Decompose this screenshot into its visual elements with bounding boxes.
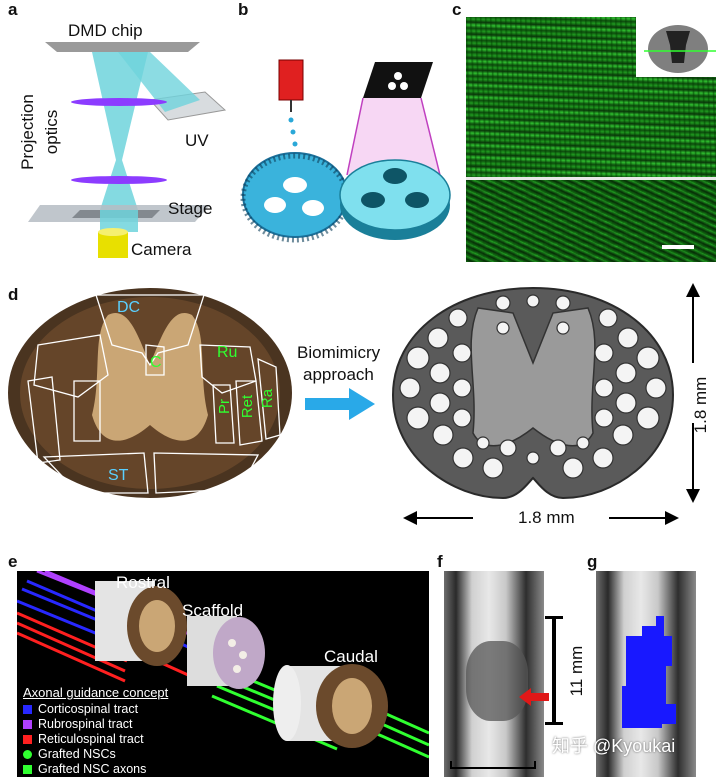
panel-g-mri-image <box>596 571 696 777</box>
horizontal-dimension-arrow <box>403 511 679 525</box>
spinal-cord-inset <box>636 17 716 77</box>
region-label-ret: Ret <box>239 394 257 419</box>
legend-label: Grafted NSC axons <box>38 762 147 776</box>
panel-f-label: f <box>437 552 443 571</box>
panel-d-label: d <box>8 285 19 304</box>
legend-item: Corticospinal tract <box>23 702 168 717</box>
scale-bar <box>662 245 694 249</box>
caudal-label: Caudal <box>324 647 378 666</box>
region-label-c: C <box>150 354 162 371</box>
rostral-label: Rostral <box>116 573 170 592</box>
legend-swatch-square <box>23 720 32 729</box>
panel-f-mri-image <box>444 571 544 777</box>
legend-item: Grafted NSCs <box>23 747 168 762</box>
mri-bottom-scale <box>450 767 536 769</box>
watermark: 知乎 @Kyoukai <box>552 736 676 756</box>
vertical-scale-bar-bottom-cap <box>545 722 563 725</box>
panel-a-label: a <box>8 0 18 19</box>
region-label-st: ST <box>108 467 129 484</box>
mri-bottom-scale-tick-left <box>450 761 452 769</box>
panel-e-label: e <box>8 552 18 571</box>
legend: Axonal guidance concept Corticospinal tr… <box>23 685 168 777</box>
panel-c-divider <box>466 177 716 180</box>
mri-lesion <box>466 641 528 721</box>
stage-label: Stage <box>168 199 213 218</box>
panel-c-lower-texture <box>466 180 716 262</box>
panel-b-label: b <box>238 0 249 19</box>
vertical-dimension-label: 1.8 mm <box>691 376 710 434</box>
mri-bottom-scale-tick-right <box>534 761 536 769</box>
scaffold-label: Scaffold <box>182 601 244 620</box>
biomimicry-label-1: Biomimicry <box>297 343 381 362</box>
projection-optics-label-1: Projection <box>18 94 37 170</box>
legend-label: Corticospinal tract <box>38 702 139 716</box>
vertical-dimension-arrow <box>686 283 700 503</box>
legend-swatch-square <box>23 705 32 714</box>
region-label-dc: DC <box>117 299 141 316</box>
region-label-pr: Pr <box>216 399 233 414</box>
legend-label: Grafted NSCs <box>38 747 116 761</box>
scaffold-image <box>391 286 675 500</box>
legend-item: Grafted NSC axons <box>23 762 168 777</box>
biomimicry-label-2: approach <box>303 365 374 384</box>
vertical-scale-bar <box>552 618 556 724</box>
axon-tracts-diagram <box>17 571 429 759</box>
panel-c-fluorescence-image <box>466 17 716 262</box>
horizontal-dimension-label: 1.8 mm <box>518 508 575 527</box>
region-label-ra: Ra <box>259 388 277 409</box>
panel-e-concept-figure: Rostral Scaffold Caudal Axonal guidance … <box>17 571 429 777</box>
projection-optics-label-2: optics <box>42 109 61 155</box>
spinal-cord-section <box>8 288 292 498</box>
red-arrow-icon <box>519 688 549 706</box>
camera-label: Camera <box>131 240 192 259</box>
vertical-scale-label: 11 mm <box>567 645 586 697</box>
panel-c-label: c <box>452 0 462 19</box>
blue-segmentation-overlay <box>622 616 676 728</box>
region-label-ru: Ru <box>217 344 238 361</box>
legend-swatch-square <box>23 765 32 774</box>
panel-g-label: g <box>587 552 598 571</box>
panel-a-optics-diagram <box>28 42 227 258</box>
legend-item: Rubrospinal tract <box>23 717 168 732</box>
biomimicry-arrow-icon <box>305 388 375 420</box>
legend-swatch-circle <box>23 750 32 759</box>
vertical-scale-bar-top-cap <box>545 616 563 619</box>
dmd-chip-label: DMD chip <box>68 21 143 40</box>
panel-b-printing-diagram <box>240 59 451 243</box>
legend-title: Axonal guidance concept <box>23 685 169 700</box>
uv-label: UV <box>185 131 209 150</box>
legend-swatch-square <box>23 735 32 744</box>
legend-label: Reticulospinal tract <box>38 732 144 746</box>
legend-label: Rubrospinal tract <box>38 717 133 731</box>
legend-item: Reticulospinal tract <box>23 732 168 747</box>
